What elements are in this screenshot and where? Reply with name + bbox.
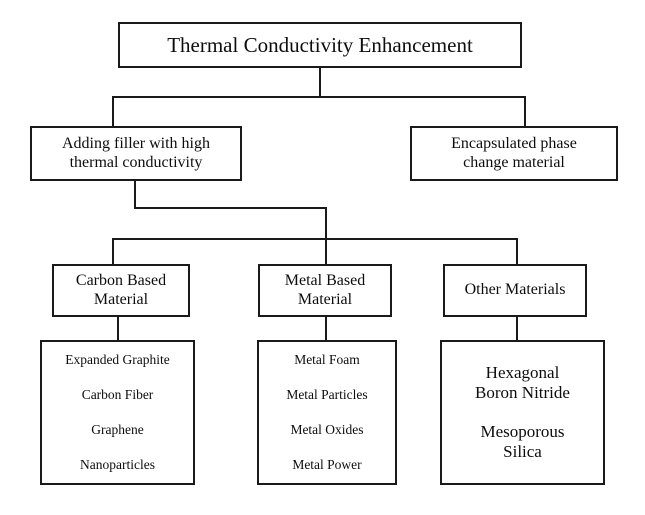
- connector-level2-bar: [112, 96, 526, 98]
- connector-carbon-to-items: [117, 317, 119, 340]
- connector-to-carbon: [112, 238, 114, 264]
- list-item: Metal Particles: [286, 386, 368, 402]
- node-metal-materials-list[interactable]: Metal Foam Metal Particles Metal Oxides …: [257, 340, 397, 485]
- connector-metal-to-items: [325, 317, 327, 340]
- list-item: Metal Power: [292, 457, 362, 473]
- node-encapsulated-pcm[interactable]: Encapsulated phase change material: [410, 126, 618, 181]
- list-item: Carbon Fiber: [81, 386, 154, 402]
- node-adding-filler-line-1: Adding filler with high: [62, 134, 210, 152]
- connector-to-filler: [112, 96, 114, 126]
- connector-level3-bar: [112, 238, 518, 240]
- list-item: Nanoparticles: [80, 457, 155, 473]
- node-carbon-materials-list[interactable]: Expanded Graphite Carbon Fiber Graphene …: [40, 340, 195, 485]
- node-carbon-based-material-line-2: Material: [93, 290, 149, 308]
- list-item-line-1: Mesoporous: [480, 421, 565, 441]
- connector-to-epcm: [524, 96, 526, 126]
- node-metal-based-material-line-1: Metal Based: [284, 271, 366, 289]
- node-encapsulated-pcm-line-2: change material: [463, 153, 565, 171]
- node-adding-filler-line-2: thermal conductivity: [69, 153, 203, 171]
- list-item: Metal Oxides: [290, 422, 364, 438]
- connector-to-metal: [325, 238, 327, 264]
- list-item: Mesoporous Silica: [480, 422, 564, 462]
- connector-filler-drop: [325, 207, 327, 240]
- list-item: Hexagonal Boron Nitride: [475, 363, 570, 403]
- list-item-line-2: Boron Nitride: [475, 383, 570, 403]
- node-carbon-based-material[interactable]: Carbon Based Material: [52, 264, 190, 317]
- node-metal-based-material-line-2: Material: [297, 290, 353, 308]
- node-metal-based-material[interactable]: Metal Based Material: [258, 264, 392, 317]
- node-other-materials-line-1: Other Materials: [464, 281, 566, 299]
- node-root-line-1: Thermal Conductivity Enhancement: [167, 32, 473, 57]
- list-item-line-1: Hexagonal: [485, 363, 560, 383]
- connector-filler-stem: [134, 181, 136, 209]
- node-encapsulated-pcm-line-1: Encapsulated phase: [451, 134, 577, 152]
- node-other-materials-list[interactable]: Hexagonal Boron Nitride Mesoporous Silic…: [440, 340, 605, 485]
- list-item: Graphene: [91, 422, 144, 438]
- list-item: Expanded Graphite: [65, 351, 170, 367]
- node-other-materials[interactable]: Other Materials: [443, 264, 587, 317]
- connector-filler-jog: [134, 207, 327, 209]
- connector-other-to-items: [516, 317, 518, 340]
- node-root[interactable]: Thermal Conductivity Enhancement: [118, 22, 522, 68]
- connector-root-stem: [319, 68, 321, 97]
- connector-to-other: [516, 238, 518, 264]
- node-carbon-based-material-line-1: Carbon Based: [75, 271, 167, 289]
- list-item-line-2: Silica: [503, 441, 542, 461]
- node-adding-filler[interactable]: Adding filler with high thermal conducti…: [30, 126, 242, 181]
- list-item: Metal Foam: [294, 351, 360, 367]
